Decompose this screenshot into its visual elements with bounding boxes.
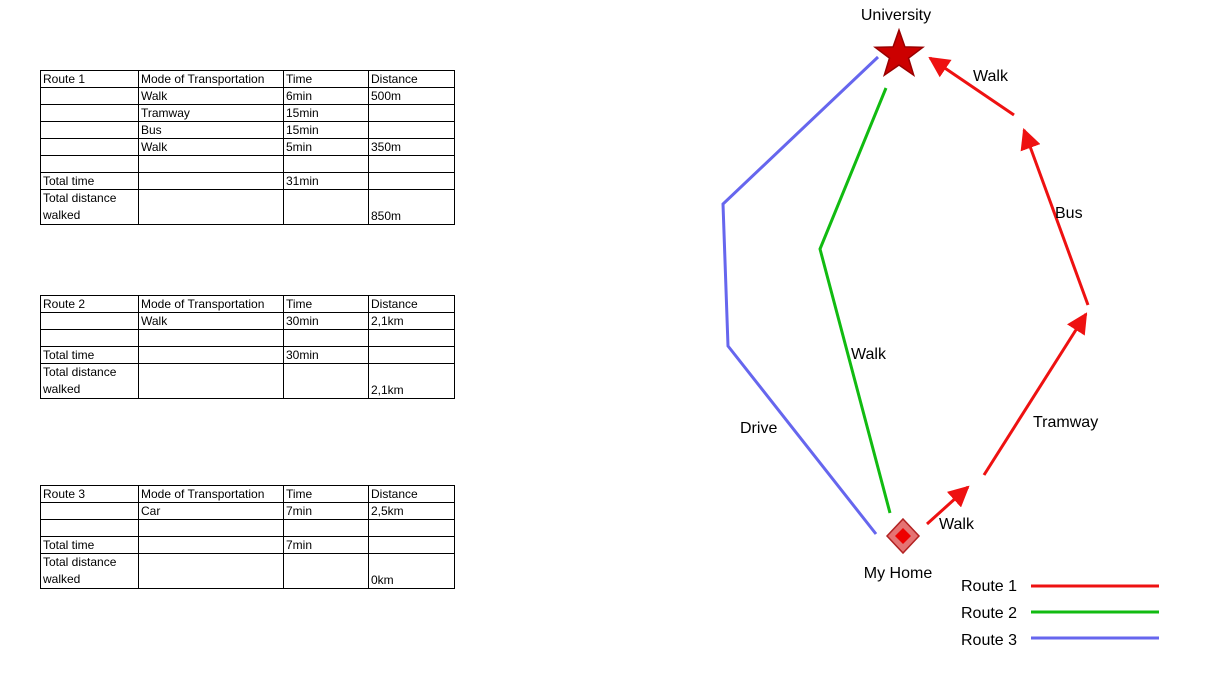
total-distance-value: 0km	[368, 553, 455, 589]
legend-label: Route 1	[961, 578, 1017, 595]
table-cell	[283, 363, 369, 399]
table-cell: 15min	[283, 104, 369, 122]
route-1-walk-start-arrow	[925, 485, 970, 526]
total-time-value: 7min	[283, 536, 369, 554]
total-time-value: 31min	[283, 172, 369, 190]
star-icon	[873, 27, 925, 78]
route-2-walk-line	[818, 87, 892, 514]
table-cell: 2,1km	[368, 312, 455, 330]
segment-label-walk: Walk	[851, 346, 887, 363]
total-time-row: Total time 7min	[40, 536, 455, 554]
table-cell	[283, 553, 369, 589]
table-header-row: Route 3 Mode of Transportation Time Dist…	[40, 485, 455, 503]
table-cell	[138, 363, 284, 399]
table-cell: 500m	[368, 87, 455, 105]
segment-label-tramway: Tramway	[1033, 414, 1098, 431]
route-1-tramway-arrow	[982, 312, 1088, 476]
table-header-cell: Distance	[368, 485, 455, 503]
table-cell	[138, 189, 284, 225]
segment-label-bus: Bus	[1055, 205, 1083, 222]
route-1-walk-end-arrow	[928, 56, 1015, 117]
total-time-row: Total time 30min	[40, 346, 455, 364]
table-cell: 7min	[283, 502, 369, 520]
total-distance-row: Total distance walked 850m	[40, 189, 455, 225]
table-row: Tramway 15min	[40, 104, 455, 122]
table-cell: 350m	[368, 138, 455, 156]
legend: Route 1 Route 2 Route 3	[961, 578, 1159, 649]
table-cell	[138, 553, 284, 589]
route-3-drive-line	[721, 55, 880, 535]
table-row: Car 7min 2,5km	[40, 502, 455, 520]
segment-label-walk: Walk	[973, 68, 1009, 85]
table-row: Bus 15min	[40, 121, 455, 139]
route-1-table: Route 1 Mode of Transportation Time Dist…	[40, 70, 455, 225]
total-distance-value: 2,1km	[368, 363, 455, 399]
total-distance-label: Total distance walked	[40, 363, 139, 399]
total-distance-row: Total distance walked 0km	[40, 553, 455, 589]
legend-label: Route 2	[961, 605, 1017, 622]
segment-label-walk: Walk	[939, 516, 975, 533]
route-3-table: Route 3 Mode of Transportation Time Dist…	[40, 485, 455, 589]
table-row: Walk 6min 500m	[40, 87, 455, 105]
route-1-bus-arrow	[1020, 128, 1090, 306]
legend-label: Route 3	[961, 632, 1017, 649]
total-time-row: Total time 31min	[40, 172, 455, 190]
total-distance-row: Total distance walked 2,1km	[40, 363, 455, 399]
total-time-label: Total time	[40, 346, 139, 364]
diamond-inner-icon	[895, 528, 911, 544]
table-cell: Walk	[138, 87, 284, 105]
route-2-table: Route 2 Mode of Transportation Time Dist…	[40, 295, 455, 399]
segment-label-drive: Drive	[740, 420, 777, 437]
total-distance-label: Total distance walked	[40, 553, 139, 589]
table-cell: Walk	[138, 312, 284, 330]
table-cell: 2,5km	[368, 502, 455, 520]
university-label: University	[861, 7, 931, 24]
table-row: Walk 30min 2,1km	[40, 312, 455, 330]
total-distance-label: Total distance walked	[40, 189, 139, 225]
home-label: My Home	[864, 565, 933, 582]
total-distance-value: 850m	[368, 189, 455, 225]
total-time-label: Total time	[40, 536, 139, 554]
